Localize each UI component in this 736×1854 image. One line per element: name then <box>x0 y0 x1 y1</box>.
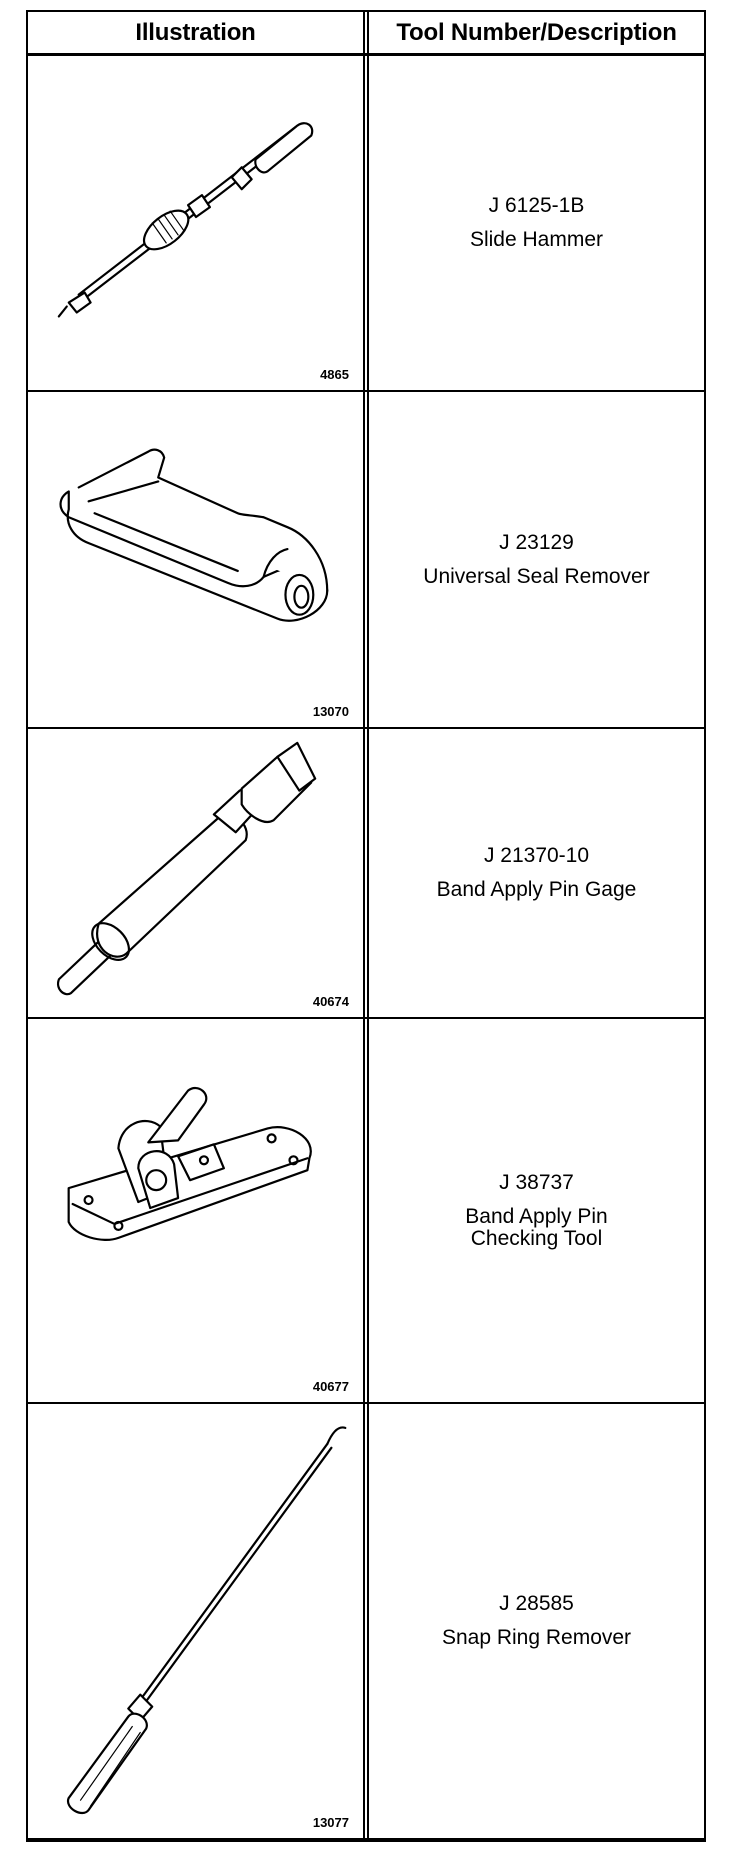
figure-number: 13077 <box>312 1815 349 1830</box>
header-tool-number-description: Tool Number/Description <box>396 18 677 46</box>
description-cell: J 21370-10 Band Apply Pin Gage <box>369 729 704 1017</box>
illustration-cell: 40677 <box>28 1019 363 1402</box>
table-row: 13070 J 23129 Universal Seal Remover <box>28 392 704 729</box>
tool-description: Band Apply Pin Gage <box>436 878 637 901</box>
description-cell: J 38737 Band Apply Pin Checking Tool <box>369 1019 704 1402</box>
table-header: Illustration Tool Number/Description <box>28 12 704 56</box>
figure-number: 4865 <box>320 367 349 382</box>
description-cell: J 23129 Universal Seal Remover <box>369 392 704 727</box>
table-row: 4865 J 6125-1B Slide Hammer <box>28 56 704 392</box>
column-divider <box>363 12 369 1840</box>
figure-number: 13070 <box>312 704 349 719</box>
illustration-cell: 4865 <box>28 56 363 390</box>
tool-description: Band Apply Pin Checking Tool <box>465 1204 608 1250</box>
tool-number: J 38737 <box>499 1170 574 1194</box>
table-row: 40677 J 38737 Band Apply Pin Checking To… <box>28 1019 704 1404</box>
description-cell: J 6125-1B Slide Hammer <box>369 56 704 390</box>
tool-description: Universal Seal Remover <box>423 564 650 588</box>
tool-description: Snap Ring Remover <box>441 1626 632 1649</box>
tools-table: Illustration Tool Number/Description <box>26 10 706 1842</box>
tool-number: J 28585 <box>499 1592 574 1615</box>
pin-gage-icon <box>56 741 317 996</box>
illustration-cell: 40674 <box>28 729 363 1017</box>
tool-number: J 21370-10 <box>483 844 590 867</box>
tool-number: J 23129 <box>499 530 574 554</box>
seal-remover-icon <box>59 448 329 622</box>
figure-number: 40677 <box>312 1379 349 1394</box>
pin-checking-tool-icon <box>67 1086 312 1241</box>
illustration-cell: 13077 <box>28 1404 363 1838</box>
tool-number: J 6125-1B <box>488 194 585 217</box>
header-illustration: Illustration <box>135 18 256 46</box>
snap-ring-remover-icon <box>66 1426 347 1815</box>
illustration-cell: 13070 <box>28 392 363 727</box>
table-row: 40674 J 21370-10 Band Apply Pin Gage <box>28 729 704 1019</box>
slide-hammer-icon <box>57 122 314 318</box>
table-row: 13077 J 28585 Snap Ring Remover <box>28 1404 704 1840</box>
tool-description: Slide Hammer <box>469 228 604 251</box>
description-cell: J 28585 Snap Ring Remover <box>369 1404 704 1838</box>
figure-number: 40674 <box>312 994 349 1009</box>
